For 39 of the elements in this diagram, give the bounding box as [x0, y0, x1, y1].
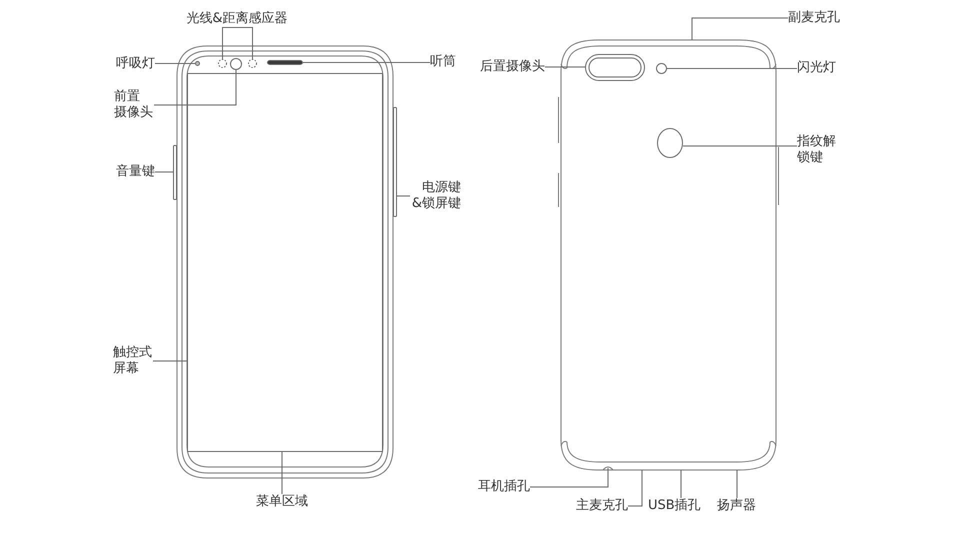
- part-label: 指纹解锁键: [797, 134, 837, 166]
- leader-line: [680, 470, 682, 498]
- part-label: 触控式屏幕: [113, 345, 153, 377]
- leader-line: [152, 360, 188, 362]
- leader-line: [736, 470, 738, 498]
- screen-panel: [187, 73, 383, 452]
- part-label: 菜单区域: [256, 494, 308, 510]
- side-button: [173, 145, 177, 200]
- earpiece-icon: [267, 60, 303, 65]
- part-label: 前置摄像头: [114, 89, 154, 121]
- part-label: 副麦克孔: [788, 10, 840, 26]
- leader-line: [530, 468, 608, 488]
- part-label: 电源键&锁屏键: [410, 180, 461, 212]
- part-label: 扬声器: [717, 498, 756, 514]
- part-label: 呼吸灯: [116, 56, 155, 72]
- part-label: USB插孔: [648, 498, 701, 514]
- camera-lens-icon: [230, 58, 242, 70]
- fingerprint-sensor-icon: [657, 128, 683, 158]
- part-label: 听筒: [430, 54, 456, 70]
- sensor-icon: [218, 59, 227, 68]
- part-label: 主麦克孔: [576, 498, 628, 514]
- indicator-light-icon: [195, 61, 200, 66]
- sensor-icon: [248, 59, 257, 68]
- flash-icon: [656, 63, 667, 74]
- leader-line: [154, 63, 196, 64]
- part-label: 闪光灯: [797, 60, 836, 76]
- part-label: 音量键: [116, 164, 155, 180]
- leader-line: [154, 70, 236, 106]
- part-label: 后置摄像头: [480, 59, 545, 75]
- side-button: [393, 107, 397, 217]
- leader-line: [692, 18, 788, 40]
- part-label: 光线&距离感应器: [186, 11, 288, 27]
- part-label: 耳机插孔: [478, 479, 530, 495]
- camera-module-icon: [585, 54, 645, 81]
- leader-line: [222, 27, 253, 60]
- leader-line: [302, 62, 430, 63]
- leader-line: [666, 68, 798, 69]
- leader-line: [544, 66, 586, 68]
- leader-line: [628, 470, 642, 506]
